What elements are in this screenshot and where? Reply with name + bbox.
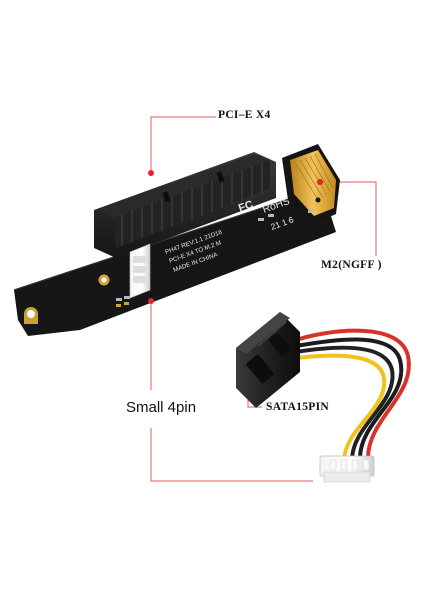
small-4pin-plug	[319, 455, 375, 483]
sata-power-connector	[236, 312, 300, 408]
fc-mark: FC	[237, 199, 255, 215]
mounting-notch	[24, 307, 38, 324]
m2-gold-fingers	[282, 144, 340, 224]
small4pin-leader-lower	[150, 428, 313, 482]
smd-components	[116, 210, 313, 307]
label-sata15pin: SATA15PIN	[266, 401, 329, 413]
pcb-body	[14, 196, 336, 336]
label-small-4pin: Small 4pin	[126, 399, 197, 416]
small4pin-marker-dot	[148, 298, 154, 304]
label-pcie-x4: PCI–E X4	[218, 109, 271, 121]
m2-marker-dot	[317, 179, 323, 185]
label-m2-ngff: M2(NGFF )	[321, 259, 382, 271]
pcie-marker-dot	[148, 170, 154, 176]
pcie-leader	[150, 116, 216, 172]
m2-leader	[322, 181, 377, 256]
pcie-slot	[94, 152, 276, 258]
wire-red	[294, 328, 411, 460]
small-4pin-header	[129, 243, 151, 299]
wire-black-2	[294, 345, 395, 462]
wire-black-1	[294, 337, 404, 460]
wire-yellow	[294, 353, 387, 464]
leader-lines	[150, 116, 377, 482]
pcb-board: FC RoHS 21 1 6 PH47 REV:1.1 21D16 PCI-E …	[13, 144, 340, 336]
sata-cable	[236, 312, 411, 483]
